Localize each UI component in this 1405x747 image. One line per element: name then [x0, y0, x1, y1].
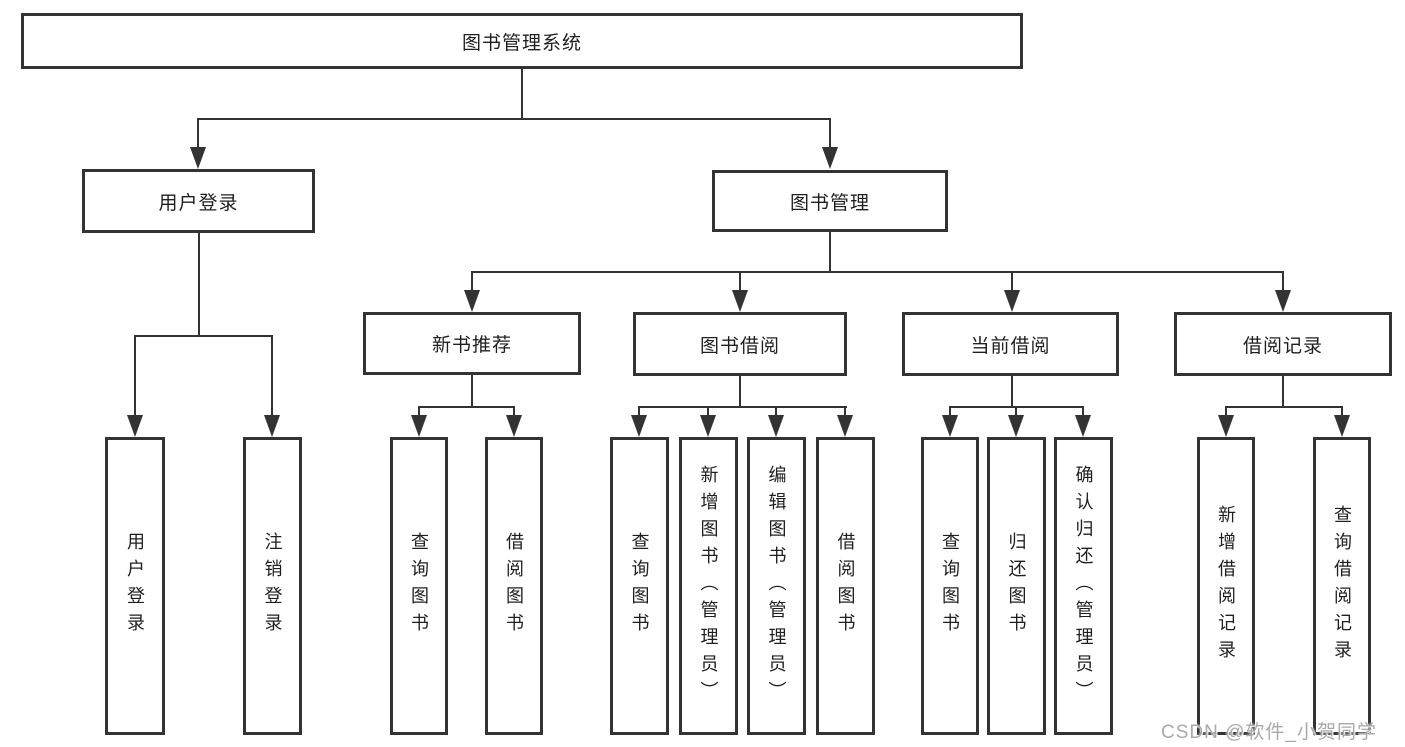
node-label: 借阅图书: [504, 532, 524, 640]
node-bb-borrow-book: 借阅图书: [816, 437, 875, 735]
node-bb-edit-book: 编辑图书（管理员）: [747, 437, 806, 735]
arrow-shaft: [707, 406, 709, 419]
arrowhead-down-icon: [464, 290, 480, 312]
node-br-query-record: 查询借阅记录: [1313, 437, 1371, 735]
connector-line: [829, 232, 831, 273]
connector-line: [1225, 406, 1343, 408]
arrowhead-down-icon: [1004, 290, 1020, 312]
arrowhead-down-icon: [411, 415, 427, 437]
node-cb-query-book: 查询图书: [921, 437, 979, 735]
node-label: 图书管理: [789, 192, 870, 214]
arrow-shaft: [775, 406, 777, 419]
arrow-shaft: [1225, 406, 1227, 419]
node-label: 图书借阅: [699, 335, 780, 357]
arrowhead-down-icon: [1008, 415, 1024, 437]
arrow-shaft: [471, 271, 473, 294]
node-label: 查询图书: [629, 532, 650, 640]
arrowhead-down-icon: [837, 415, 853, 437]
node-label: 图书管理系统: [461, 32, 582, 54]
arrowhead-down-icon: [768, 415, 784, 437]
arrow-shaft: [513, 406, 515, 419]
arrow-shaft: [197, 118, 199, 151]
node-label: 归还图书: [1006, 532, 1027, 640]
arrowhead-down-icon: [732, 290, 748, 312]
connector-line: [638, 406, 847, 408]
node-label: 用户登录: [158, 192, 239, 214]
node-bb-query-book: 查询图书: [610, 437, 669, 735]
node-label: 借阅记录: [1242, 335, 1323, 357]
connector-line: [471, 375, 473, 408]
arrowhead-down-icon: [264, 415, 280, 437]
connector-line: [418, 406, 515, 408]
connector-line: [134, 335, 273, 337]
node-bb-add-book: 新增图书（管理员）: [679, 437, 738, 735]
node-book-mgmt: 图书管理: [712, 170, 948, 232]
arrow-shaft: [739, 271, 741, 294]
connector-line: [521, 69, 523, 120]
arrowhead-down-icon: [822, 147, 838, 169]
node-label: 确认归还（管理员）: [1073, 464, 1094, 708]
node-br-add-record: 新增借阅记录: [1197, 437, 1255, 735]
node-cb-confirm: 确认归还（管理员）: [1054, 437, 1113, 735]
arrowhead-down-icon: [942, 415, 958, 437]
node-label: 新书推荐: [431, 335, 512, 356]
node-logout: 注销登录: [243, 437, 302, 735]
node-book-borrow: 图书借阅: [633, 312, 847, 376]
arrow-shaft: [949, 406, 951, 419]
node-label: 查询借阅记录: [1332, 505, 1352, 667]
node-cb-return-book: 归还图书: [987, 437, 1046, 735]
arrow-shaft: [844, 406, 846, 419]
arrow-shaft: [638, 406, 640, 419]
arrowhead-down-icon: [506, 415, 522, 437]
node-user-login: 用户登录: [82, 169, 315, 233]
arrow-shaft: [271, 335, 273, 419]
arrow-shaft: [134, 335, 136, 419]
arrow-shaft: [1082, 406, 1084, 419]
arrowhead-down-icon: [127, 415, 143, 437]
node-label: 当前借阅: [970, 335, 1051, 357]
node-borrow-records: 借阅记录: [1174, 312, 1392, 376]
node-rec-borrow-book: 借阅图书: [485, 437, 543, 735]
connector-line: [1282, 376, 1284, 408]
node-new-book-rec: 新书推荐: [363, 312, 581, 375]
node-label: 新增图书（管理员）: [698, 464, 719, 708]
node-login: 用户登录: [105, 437, 165, 735]
arrowhead-down-icon: [1218, 415, 1234, 437]
connector-line: [198, 233, 200, 337]
node-root: 图书管理系统: [21, 13, 1023, 69]
arrowhead-down-icon: [1334, 415, 1350, 437]
connector-line: [1011, 376, 1013, 408]
connector-line: [739, 376, 741, 408]
arrow-shaft: [1015, 406, 1017, 419]
arrow-shaft: [418, 406, 420, 419]
csdn-watermark: CSDN @软件_小贺同学: [1161, 722, 1377, 743]
node-label: 编辑图书（管理员）: [766, 464, 787, 708]
arrow-shaft: [829, 118, 831, 151]
arrowhead-down-icon: [631, 415, 647, 437]
node-rec-query-book: 查询图书: [390, 437, 448, 735]
arrowhead-down-icon: [1275, 290, 1291, 312]
connector-line: [471, 271, 1284, 273]
node-label: 注销登录: [262, 532, 283, 640]
arrow-shaft: [1011, 271, 1013, 294]
node-label: 查询图书: [940, 532, 960, 640]
node-label: 借阅图书: [835, 532, 856, 640]
node-label: 新增借阅记录: [1216, 505, 1236, 667]
node-label: 查询图书: [409, 532, 429, 640]
node-label: 用户登录: [125, 532, 145, 640]
arrow-shaft: [1282, 271, 1284, 294]
node-current-borrow: 当前借阅: [902, 312, 1119, 376]
arrow-shaft: [1341, 406, 1343, 419]
arrowhead-down-icon: [1075, 415, 1091, 437]
connector-line: [197, 118, 831, 120]
arrowhead-down-icon: [700, 415, 716, 437]
arrowhead-down-icon: [190, 147, 206, 169]
